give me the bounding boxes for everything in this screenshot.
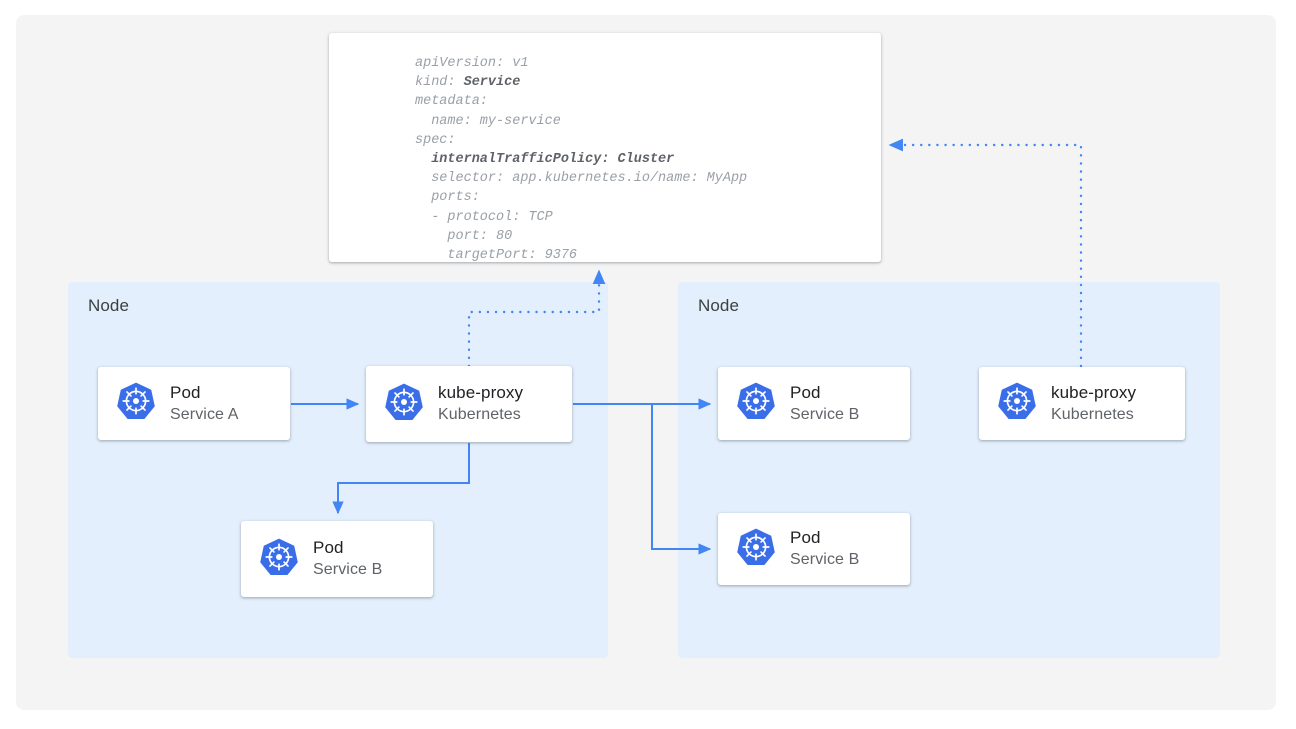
kubernetes-logo-icon [997, 381, 1037, 426]
card-pod-service-b-right-upper[interactable]: Pod Service B [718, 367, 910, 440]
node-group-left: Node [68, 282, 608, 658]
card-kube-proxy-right[interactable]: kube-proxy Kubernetes [979, 367, 1185, 440]
card-subtitle: Service B [313, 561, 383, 579]
card-title: Pod [790, 528, 821, 548]
card-title: Pod [313, 538, 344, 558]
card-subtitle: Service A [170, 405, 239, 423]
card-subtitle: Kubernetes [1051, 405, 1134, 423]
service-spec-code: apiVersion: v1 kind: Service metadata: n… [415, 56, 748, 262]
kubernetes-logo-icon [736, 381, 776, 426]
kubernetes-logo-icon [384, 382, 424, 427]
card-kube-proxy-left[interactable]: kube-proxy Kubernetes [366, 366, 572, 442]
card-subtitle: Kubernetes [438, 406, 521, 424]
node-group-right: Node [678, 282, 1220, 658]
card-title: kube-proxy [438, 383, 524, 403]
card-pod-service-b-right-lower[interactable]: Pod Service B [718, 513, 910, 585]
card-title: Pod [170, 382, 201, 402]
node-label: Node [698, 296, 740, 315]
kubernetes-logo-icon [116, 381, 156, 426]
card-title: Pod [790, 382, 821, 402]
service-spec-panel: apiVersion: v1 kind: Service metadata: n… [329, 33, 881, 262]
card-subtitle: Service B [790, 405, 860, 423]
card-subtitle: Service B [790, 551, 860, 569]
kubernetes-logo-icon [259, 537, 299, 582]
node-label: Node [88, 296, 130, 315]
card-pod-service-b-left-node[interactable]: Pod Service B [241, 521, 433, 597]
card-title: kube-proxy [1051, 382, 1137, 402]
kubernetes-logo-icon [736, 527, 776, 572]
card-pod-service-a[interactable]: Pod Service A [98, 367, 290, 440]
